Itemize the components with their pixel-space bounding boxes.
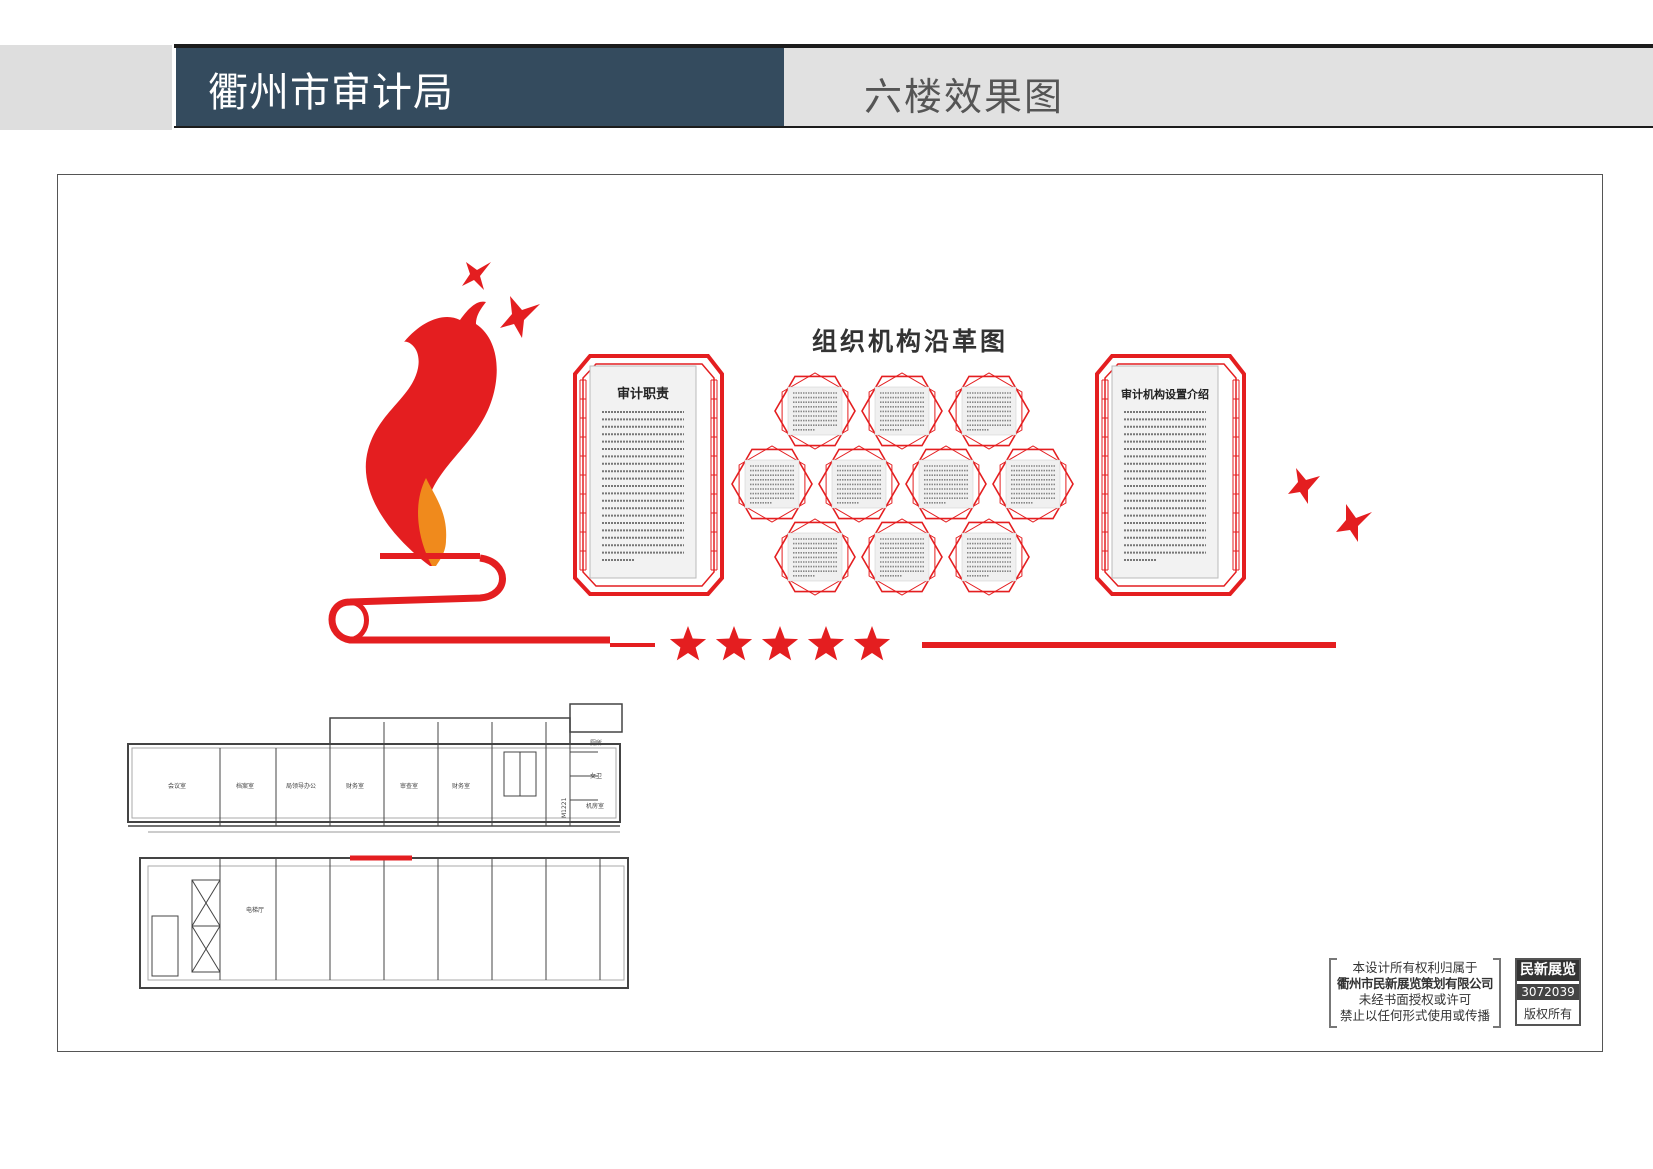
- swallows-left-icon: [462, 262, 540, 338]
- header-title-block: 衢州市审计局: [176, 48, 784, 126]
- hexagon-panel: [774, 372, 856, 450]
- brand-rights: 版权所有: [1523, 1007, 1572, 1021]
- room-label: 机房室: [586, 802, 604, 810]
- star-icon: [853, 626, 891, 661]
- right-panel-ladder-left: [1101, 379, 1109, 571]
- hexagon-panel: [818, 445, 900, 523]
- notice-line: 未经书面授权或许可: [1358, 992, 1472, 1007]
- door-tag: M1221: [561, 797, 568, 818]
- left-panel-title: 审计职责: [617, 386, 669, 402]
- room-label: 电梯厅: [246, 906, 264, 914]
- hexagon-panel: [905, 445, 987, 523]
- room-label: 审查室: [400, 782, 418, 790]
- stars-row: [669, 626, 891, 661]
- notice-bracket-left: [1329, 958, 1337, 1028]
- hexagon-panel: [774, 518, 856, 596]
- room-label: 女卫: [590, 772, 602, 780]
- flame-logo-icon: [328, 301, 610, 644]
- brand-code: 3072039: [1517, 984, 1579, 1000]
- right-panel-ladder-right: [1232, 379, 1240, 571]
- center-title: 组织机构沿革图: [812, 327, 1008, 356]
- room-label: 档案室: [236, 782, 254, 790]
- floor-plan-labels: 会议室 档案室 局领导办公 财务室 审查室 财务室 厕所 女卫 机房室 电梯厅 …: [168, 739, 604, 914]
- left-panel: 审计职责: [573, 354, 724, 596]
- hexagon-panel: [861, 518, 943, 596]
- drawing-frame: [57, 174, 1603, 1052]
- room-label: 财务室: [452, 782, 470, 790]
- star-icon: [761, 626, 799, 661]
- room-label: 厕所: [590, 739, 602, 747]
- notice-line: 禁止以任何形式使用或传播: [1339, 1008, 1490, 1023]
- notice-line: 本设计所有权利归属于: [1352, 960, 1478, 975]
- page-subtitle: 六楼效果图: [864, 75, 1065, 119]
- hexagon-panel: [948, 518, 1030, 596]
- left-panel-ladder-left: [579, 379, 587, 571]
- right-panel-title: 审计机构设置介绍: [1121, 387, 1209, 401]
- star-icon: [715, 626, 753, 661]
- brand-badge: 民新展览 3072039 版权所有: [1515, 958, 1581, 1026]
- left-panel-text-lines: [602, 411, 684, 561]
- hexagon-panel: [948, 372, 1030, 450]
- room-label: 财务室: [346, 782, 364, 790]
- hexagon-cluster: [731, 372, 1074, 596]
- star-icon: [807, 626, 845, 661]
- star-icon: [669, 626, 707, 661]
- header-top-rule: [174, 44, 1653, 48]
- header-left-gray: [0, 45, 172, 130]
- floor-plan: [127, 703, 629, 989]
- right-panel: 审计机构设置介绍: [1095, 354, 1246, 596]
- hexagon-panel: [731, 445, 813, 523]
- hexagon-panel: [861, 372, 943, 450]
- left-panel-ladder-right: [710, 379, 718, 571]
- right-panel-text-lines: [1124, 411, 1206, 561]
- notice-bracket-right: [1493, 958, 1501, 1028]
- brand-name: 民新展览: [1517, 960, 1579, 981]
- copyright-notice: 本设计所有权利归属于 衢州市民新展览策划有限公司 未经书面授权或许可 禁止以任何…: [1329, 958, 1501, 1028]
- swallows-right-icon: [1288, 468, 1372, 542]
- header-bottom-rule: [174, 126, 1653, 128]
- page-title: 衢州市审计局: [208, 70, 454, 116]
- hexagon-panel: [992, 445, 1074, 523]
- notice-company: 衢州市民新展览策划有限公司: [1336, 976, 1494, 991]
- room-label: 会议室: [168, 782, 186, 790]
- header-subtitle-block: 六楼效果图: [784, 48, 1653, 126]
- room-label: 局领导办公: [286, 782, 316, 790]
